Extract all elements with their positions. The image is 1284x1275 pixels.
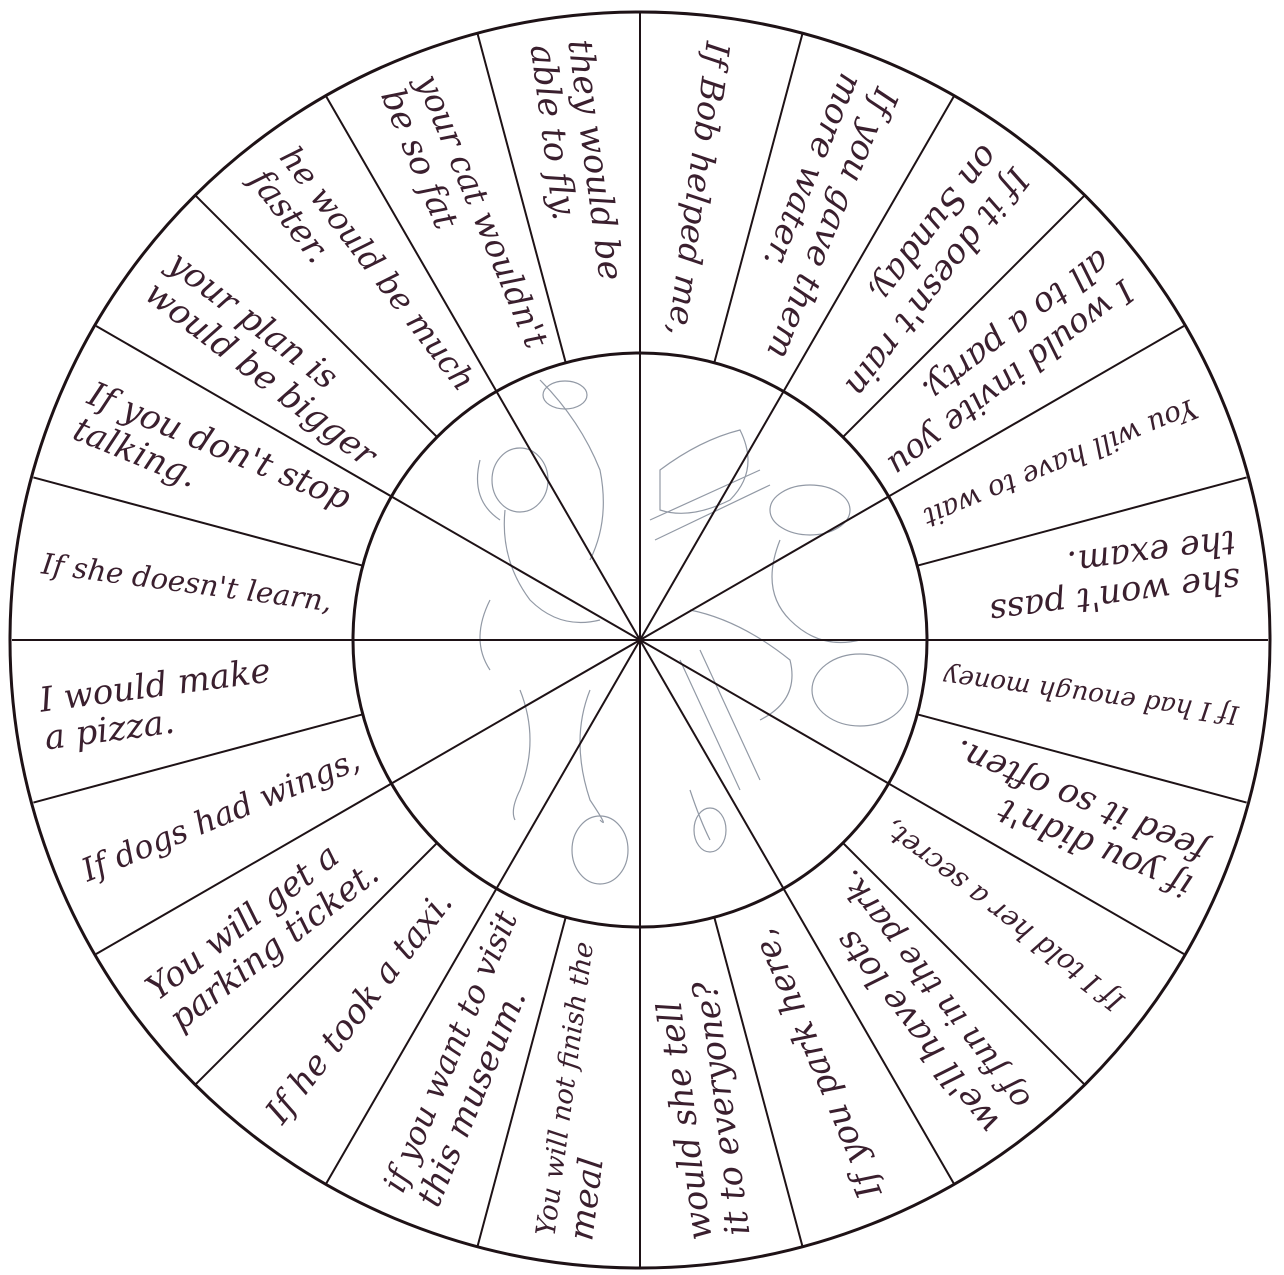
segment-text: If she doesn't learn, xyxy=(39,546,334,618)
segment-label: If she doesn't learn, xyxy=(39,546,334,618)
segment-text: If Bob helped me, xyxy=(660,39,737,339)
segment-dividers xyxy=(12,12,1268,1268)
segment-label: If I had enough money xyxy=(941,661,1241,730)
segment-label: If Bob helped me, xyxy=(660,39,737,339)
segment-text: If I had enough money xyxy=(941,661,1241,730)
